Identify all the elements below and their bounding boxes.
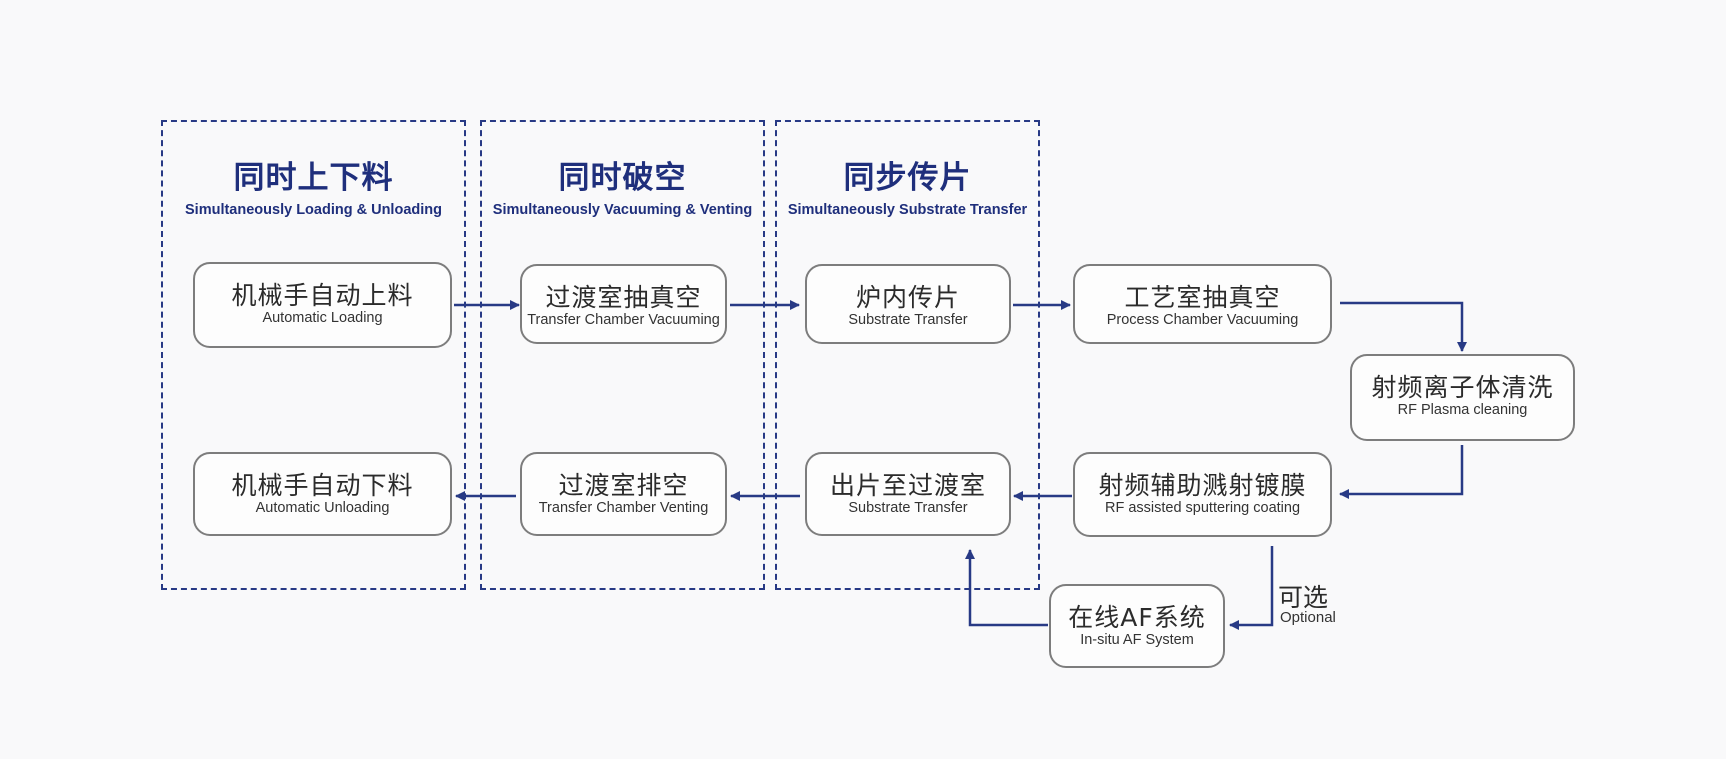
step-label-en: Substrate Transfer <box>848 312 968 328</box>
step-substrate-transfer-out: 出片至过渡室 Substrate Transfer <box>805 452 1011 536</box>
step-label-zh: 出片至过渡室 <box>829 471 986 500</box>
step-label-en: Transfer Chamber Venting <box>538 500 709 516</box>
step-label-en: RF Plasma cleaning <box>1397 402 1528 418</box>
step-label-en: In-situ AF System <box>1080 632 1194 648</box>
step-automatic-loading: 机械手自动上料 Automatic Loading <box>193 262 452 348</box>
step-label-en: RF assisted sputtering coating <box>1104 500 1301 516</box>
group-loading-unloading: 同时上下料 Simultaneously Loading & Unloading <box>161 120 466 590</box>
step-label-zh: 机械手自动上料 <box>231 281 414 310</box>
arrow-plasma-to-sputtering <box>1339 445 1464 499</box>
step-label-en: Process Chamber Vacuuming <box>1106 312 1299 328</box>
step-label-zh: 过渡室抽真空 <box>545 283 702 312</box>
group-subtitle: Simultaneously Vacuuming & Venting <box>492 202 753 218</box>
step-in-situ-af-system: 在线AF系统 In-situ AF System <box>1049 584 1225 668</box>
step-rf-plasma-cleaning: 射频离子体清洗 RF Plasma cleaning <box>1350 354 1575 441</box>
step-label-en: Transfer Chamber Vacuuming <box>527 312 720 328</box>
step-substrate-transfer-in: 炉内传片 Substrate Transfer <box>805 264 1011 344</box>
step-label-en: Automatic Loading <box>262 310 383 326</box>
group-subtitle: Simultaneously Substrate Transfer <box>787 202 1028 218</box>
step-label-zh: 过渡室排空 <box>558 471 689 500</box>
step-label-en: Substrate Transfer <box>848 500 968 516</box>
group-subtitle: Simultaneously Loading & Unloading <box>185 202 442 218</box>
step-label-zh: 射频辅助溅射镀膜 <box>1098 471 1307 500</box>
step-transfer-chamber-vacuuming: 过渡室抽真空 Transfer Chamber Vacuuming <box>520 264 727 344</box>
step-process-chamber-vacuuming: 工艺室抽真空 Process Chamber Vacuuming <box>1073 264 1332 344</box>
step-label-zh: 工艺室抽真空 <box>1124 283 1281 312</box>
step-label-zh: 在线AF系统 <box>1068 603 1206 632</box>
group-substrate-transfer: 同步传片 Simultaneously Substrate Transfer <box>775 120 1040 590</box>
step-label-zh: 炉内传片 <box>855 283 960 312</box>
optional-label-zh: 可选 <box>1278 583 1329 612</box>
step-transfer-chamber-venting: 过渡室排空 Transfer Chamber Venting <box>520 452 727 536</box>
step-automatic-unloading: 机械手自动下料 Automatic Unloading <box>193 452 452 536</box>
step-rf-sputtering-coating: 射频辅助溅射镀膜 RF assisted sputtering coating <box>1073 452 1332 537</box>
optional-label-en: Optional <box>1280 609 1336 626</box>
arrow-process-to-plasma <box>1340 301 1467 352</box>
step-label-zh: 机械手自动下料 <box>231 471 414 500</box>
arrow-af-to-transfer-out <box>965 549 1048 627</box>
group-vacuuming-venting: 同时破空 Simultaneously Vacuuming & Venting <box>480 120 765 590</box>
group-title: 同时破空 <box>558 160 687 196</box>
arrow-sputtering-to-af <box>1229 546 1274 630</box>
step-label-zh: 射频离子体清洗 <box>1371 373 1554 402</box>
group-title: 同步传片 <box>843 160 972 196</box>
step-label-en: Automatic Unloading <box>255 500 390 516</box>
group-title: 同时上下料 <box>233 160 394 196</box>
